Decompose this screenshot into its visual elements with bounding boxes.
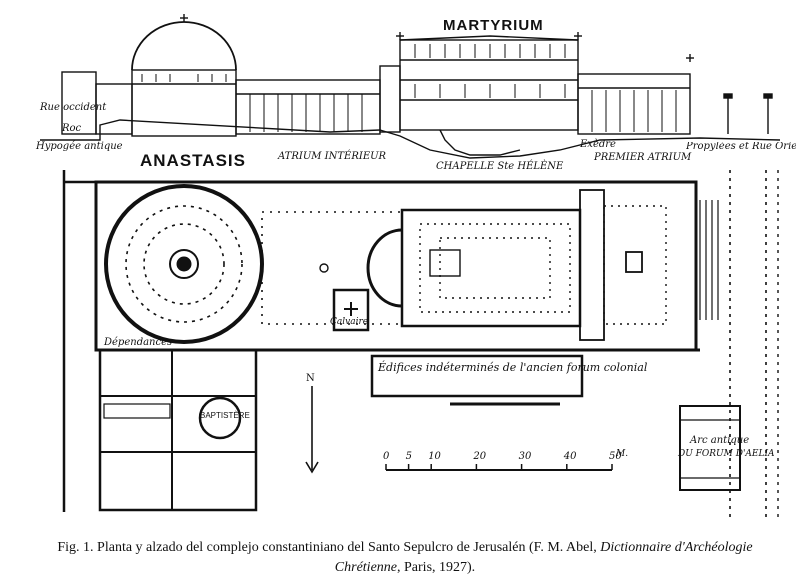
exedre-label: Exèdre bbox=[580, 139, 616, 150]
baptistere-label: BAPTISTÈRE bbox=[200, 411, 250, 420]
elevation-section bbox=[40, 14, 781, 159]
north-label: N bbox=[306, 373, 315, 384]
scale-tick-label: 0 bbox=[383, 451, 390, 462]
calvaire-label: Calvaire bbox=[330, 317, 369, 327]
caption-suffix: , Paris, 1927). bbox=[397, 560, 476, 575]
rue-occident-label: Rue occident bbox=[40, 102, 107, 113]
scale-tick-label: 20 bbox=[473, 451, 487, 462]
scale-tick-label: 10 bbox=[428, 451, 441, 462]
edifices-label: Édifices indéterminés de l'ancien forum … bbox=[378, 361, 648, 374]
scale-tick-label: 40 bbox=[563, 451, 577, 462]
hypogee-label: Hypogée antique bbox=[36, 141, 123, 152]
floor-plan bbox=[62, 170, 779, 520]
chapelle-label: CHAPELLE Ste HÉLÈNE bbox=[436, 161, 564, 172]
scale-unit-label: M. bbox=[616, 449, 629, 459]
atrium-interieur-label: ATRIUM INTÉRIEUR bbox=[278, 151, 387, 162]
scale-tick-label: 5 bbox=[405, 451, 412, 462]
figure-caption: Fig. 1. Planta y alzado del complejo con… bbox=[35, 538, 775, 578]
caption-italic-2: Chrétienne bbox=[334, 560, 398, 575]
premier-atrium-label: PREMIER ATRIUM bbox=[594, 152, 692, 163]
scale-bar bbox=[385, 464, 613, 470]
anastasis-label: ANASTASIS bbox=[140, 151, 246, 170]
scale-tick-label: 50 bbox=[609, 451, 622, 462]
roc-label: Roc bbox=[62, 123, 82, 134]
propylees-label: Propylées et Rue Orie bbox=[686, 142, 796, 152]
arc-antique-label: Arc antique bbox=[690, 435, 750, 446]
forum-aelia-label: DU FORUM D'AELIA bbox=[678, 449, 775, 459]
martyrium-label: MARTYRIUM bbox=[443, 17, 544, 34]
caption-prefix: Fig. 1. Planta y alzado del complejo con… bbox=[57, 540, 601, 555]
dependances-label: Dépendances bbox=[104, 337, 173, 348]
scale-tick-label: 30 bbox=[518, 451, 532, 462]
caption-italic-1: Dictionnaire d'Archéologie bbox=[600, 540, 753, 555]
